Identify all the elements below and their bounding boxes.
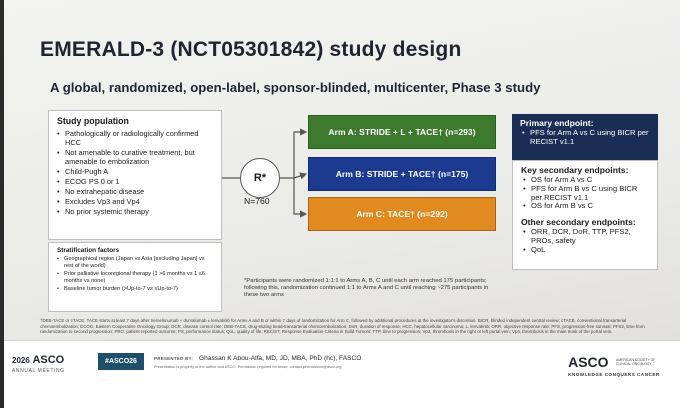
permission-notice: Presentation is property of the author a… xyxy=(154,365,342,369)
stratification-list: Geographical region (Japan vs Asia [excl… xyxy=(57,256,213,293)
list-item: PFS for Arm A vs C using BICR per RECIST… xyxy=(520,128,650,147)
list-item: Not amenable to curative treatment, but … xyxy=(57,148,213,166)
list-item: Child-Pugh A xyxy=(57,167,213,176)
stratification-box: Stratification factors Geographical regi… xyxy=(48,242,222,312)
asco-wordmark: ASCO xyxy=(32,354,65,366)
total-n-label: N=760 xyxy=(244,196,270,206)
primary-endpoint-title: Primary endpoint: xyxy=(520,118,594,128)
key-secondary-title: Key secondary endpoints: xyxy=(521,165,629,175)
list-item: Prior palliative locoregional therapy (1… xyxy=(57,271,213,284)
abbreviations-footnote: †DEB-TACE or cTACE. TACE starts at least… xyxy=(40,318,645,335)
other-secondary-list: ORR, DCR, DoR, TTP, PFS2, PROs, safety Q… xyxy=(521,227,649,255)
slide: EMERALD-3 (NCT05301842) study design A g… xyxy=(4,0,680,408)
slide-footer: 2026 ASCO ANNUAL MEETING #ASCO26 PRESENT… xyxy=(4,340,680,408)
arm-c-box: Arm C: TACE† (n=292) xyxy=(308,197,496,231)
key-secondary-list: OS for Arm A vs C PFS for Arm B vs C usi… xyxy=(521,175,649,211)
list-item: Geographical region (Japan vs Asia [excl… xyxy=(57,256,213,269)
arm-b-box: Arm B: STRIDE + TACE† (n=175) xyxy=(308,157,496,191)
stratification-title: Stratification factors xyxy=(57,247,120,254)
hashtag-badge: #ASCO26 xyxy=(98,353,144,370)
primary-endpoint-list: PFS for Arm A vs C using BICR per RECIST… xyxy=(520,128,650,147)
list-item: PFS for Arm B vs C using BICR per RECIST… xyxy=(521,184,649,203)
meeting-year: 2026 xyxy=(12,356,30,365)
list-item: OS for Arm B vs C xyxy=(521,202,649,211)
slide-subtitle: A global, randomized, open-label, sponso… xyxy=(50,80,541,95)
randomization-footnote: *Participants were randomized 1:1:1 to A… xyxy=(244,278,489,299)
other-secondary-title: Other secondary endpoints: xyxy=(521,217,636,228)
secondary-endpoints-box: Key secondary endpoints: OS for Arm A vs… xyxy=(512,160,658,270)
list-item: Pathologically or radiologically confirm… xyxy=(57,129,213,147)
slide-title: EMERALD-3 (NCT05301842) study design xyxy=(40,38,462,61)
presenter-line: PRESENTED BY: Ghassan K Abou-Alfa, MD, J… xyxy=(154,355,361,362)
list-item: OS for Arm A vs C xyxy=(521,175,649,185)
asco-annual-meeting-logo: 2026 ASCO ANNUAL MEETING xyxy=(12,355,65,377)
asco-society-logo: ASCO AMERICAN SOCIETY OF CLINICAL ONCOLO… xyxy=(568,353,660,377)
study-population-title: Study population xyxy=(57,116,129,126)
asco-tagline: KNOWLEDGE CONQUERS CANCER xyxy=(568,372,660,377)
asco-society-name: AMERICAN SOCIETY OF CLINICAL ONCOLOGY xyxy=(616,357,656,366)
presented-by-label: PRESENTED BY: xyxy=(154,356,194,361)
study-population-box: Study population Pathologically or radio… xyxy=(48,110,222,240)
list-item: QoL xyxy=(521,245,649,255)
randomization-circle: R* xyxy=(240,158,280,198)
list-item: ORR, DCR, DoR, TTP, PFS2, PROs, safety xyxy=(521,227,649,246)
asco-society-wordmark: ASCO xyxy=(568,353,609,370)
primary-endpoint-box: Primary endpoint: PFS for Arm A vs C usi… xyxy=(512,114,658,160)
list-item: No extrahepatic disease xyxy=(57,187,213,196)
meeting-label: ANNUAL MEETING xyxy=(12,368,65,374)
list-item: ECOG PS 0 or 1 xyxy=(57,177,213,186)
arm-a-box: Arm A: STRIDE + L + TACE† (n=293) xyxy=(308,115,496,149)
study-population-list: Pathologically or radiologically confirm… xyxy=(57,129,213,216)
list-item: Excludes Vp3 and Vp4 xyxy=(57,197,213,206)
list-item: Baseline tumor burden (>Up-to-7 vs ≤Up-t… xyxy=(57,286,213,293)
list-item: No prior systemic therapy xyxy=(57,207,213,216)
presenter-name: Ghassan K Abou-Alfa, MD, JD, MBA, PhD (h… xyxy=(199,355,362,362)
